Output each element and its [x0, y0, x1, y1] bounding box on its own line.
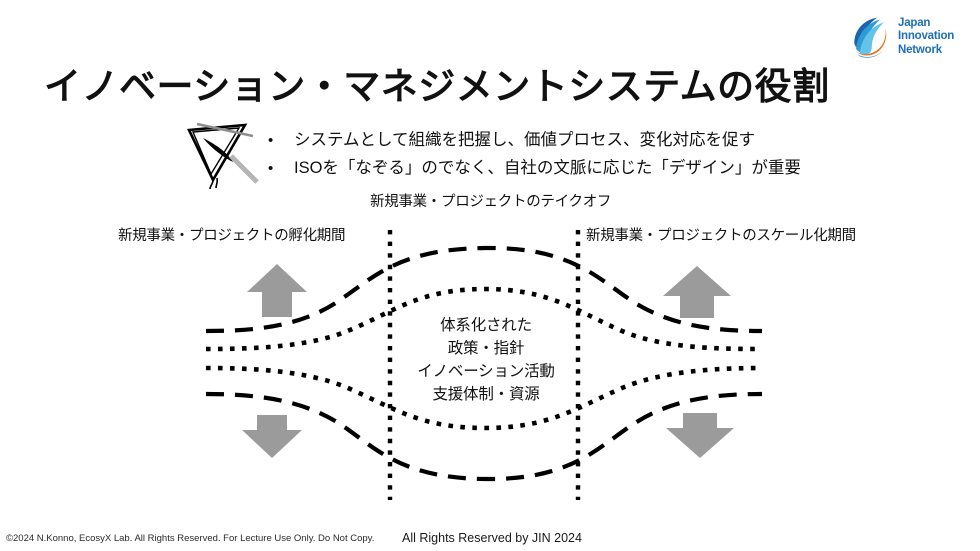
footer-copyright: ©2024 N.Konno, EcosyX Lab. All Rights Re… [6, 533, 375, 544]
bullet-text-2: ISOを「なぞる」のでなく、自社の文脈に応じた「デザイン」が重要 [294, 159, 801, 178]
label-takeoff: 新規事業・プロジェクトのテイクオフ [370, 194, 612, 210]
logo-line-1: Japan [898, 16, 931, 29]
logo-line-3: Network [898, 43, 942, 56]
arrow-up-right [663, 266, 731, 318]
label-incubation-period: 新規事業・プロジェクトの孵化期間 [118, 228, 346, 244]
pen-nib-icon [183, 122, 293, 194]
pen-nib-glyph [187, 122, 259, 190]
bullet-marker-icon: • [268, 160, 274, 178]
bullet-item-1: • システムとして組織を把握し、価値プロセス、変化対応を促す [268, 126, 888, 154]
label-scaling-period: 新規事業・プロジェクトのスケール化期間 [586, 228, 856, 244]
arrow-up-left [247, 264, 307, 317]
footer-rights: All Rights Reserved by JIN 2024 [402, 531, 582, 545]
center-line-4: 支援体制・資源 [432, 385, 540, 403]
curve-outer-bottom [205, 391, 763, 482]
arrow-down-right [666, 413, 734, 458]
arrow-down-left [242, 415, 302, 458]
logo-globe-icon [854, 17, 887, 58]
page-title: イノベーション・マネジメントシステムの役割 [44, 66, 830, 107]
center-line-2: 政策・指針 [447, 339, 525, 357]
japan-innovation-network-logo: Japan Innovation Network [846, 12, 968, 62]
logo-line-2: Innovation [898, 30, 955, 43]
bullet-marker-icon: • [268, 132, 274, 149]
center-line-1: 体系化された [440, 317, 532, 334]
bullet-item-2: • ISOを「なぞる」のでなく、自社の文脈に応じた「デザイン」が重要 [268, 154, 888, 182]
bullet-list: • システムとして組織を把握し、価値プロセス、変化対応を促す • ISOを「なぞ… [268, 126, 888, 183]
center-line-3: イノベーション活動 [417, 362, 555, 380]
bullet-text-1: システムとして組織を把握し、価値プロセス、変化対応を促す [294, 131, 756, 149]
center-text-block: 体系化された 政策・指針 イノベーション活動 支援体制・資源 [400, 315, 572, 407]
logo-wordmark: Japan Innovation Network [898, 17, 954, 58]
